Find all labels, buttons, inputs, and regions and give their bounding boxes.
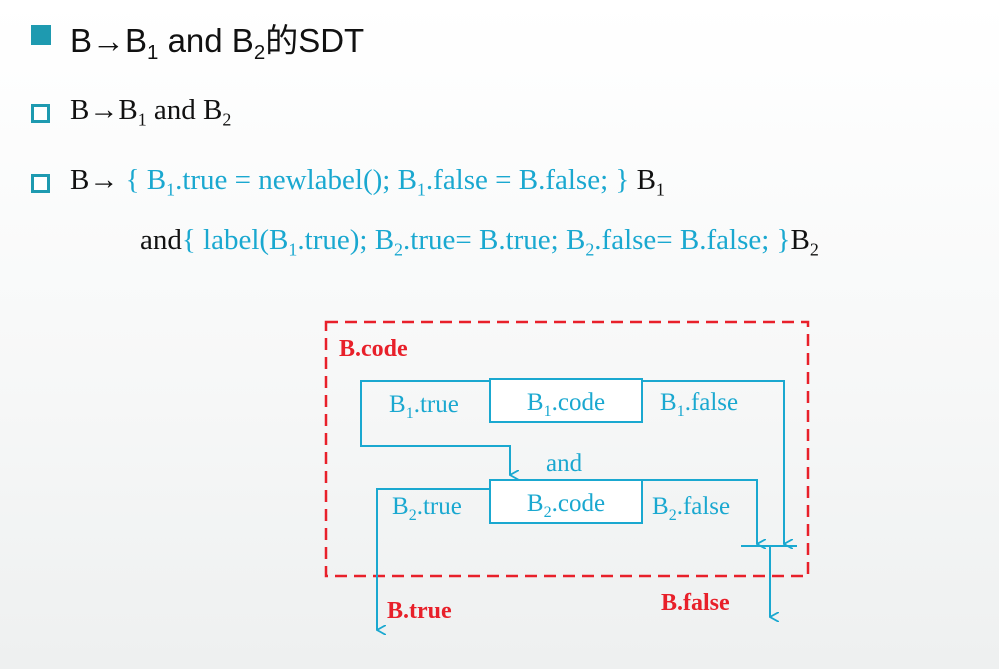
b2-code-text: B2.code xyxy=(527,490,605,521)
bullet-icon xyxy=(31,174,50,193)
b-false-output-label: B.false xyxy=(661,590,730,616)
b1-false-label: B1.false xyxy=(660,389,738,420)
sdt-line-2: and{ label(B1.true); B2.true= B.true; B2… xyxy=(140,224,819,260)
slide-title: B→B1 and B2的SDT xyxy=(70,22,365,65)
and-label: and xyxy=(546,450,583,477)
b2-true-flow xyxy=(376,488,490,630)
b-code-frame xyxy=(324,320,810,578)
b-code-label: B.code xyxy=(339,336,408,362)
b2-false-flow xyxy=(642,479,757,544)
production-line: B→B1 and B2 xyxy=(70,94,232,130)
b1-code-text: B1.code xyxy=(527,389,605,420)
b2-code-box xyxy=(489,479,643,524)
b1-true-flow xyxy=(360,380,510,475)
b2-true-label: B2.true xyxy=(392,493,462,524)
sdt-line-1: B→ { B1.true = newlabel(); B1.false = B.… xyxy=(70,164,665,200)
b1-false-flow xyxy=(642,380,784,544)
b1-code-box xyxy=(489,378,643,423)
b2-false-label: B2.false xyxy=(652,493,730,524)
title-bullet-icon xyxy=(31,25,51,45)
b-true-output-label: B.true xyxy=(387,598,452,624)
b1-true-label: B1.true xyxy=(389,391,459,422)
bullet-icon xyxy=(31,104,50,123)
